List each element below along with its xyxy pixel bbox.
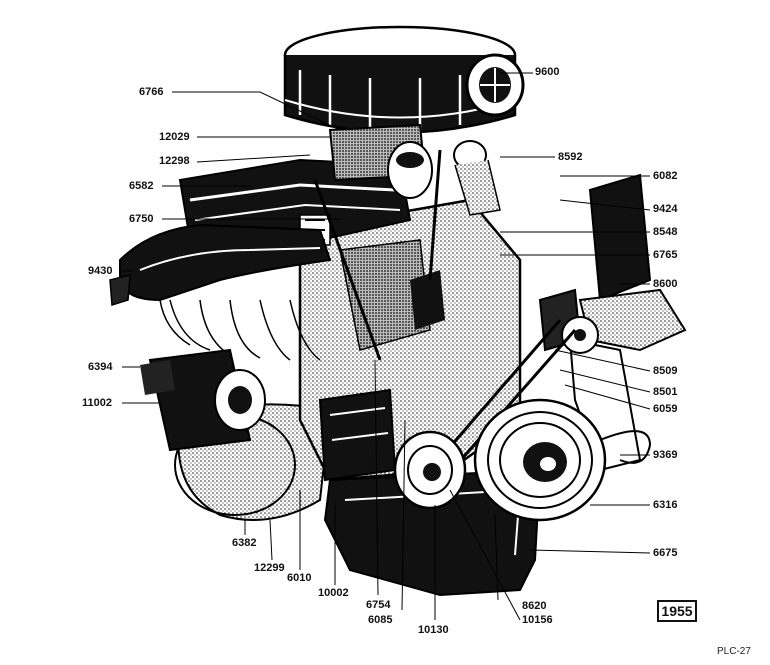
- callout-label: 11002: [82, 397, 112, 409]
- callout-label: 8620: [522, 600, 547, 612]
- callout-label: 6766: [139, 86, 164, 98]
- callout-label: 6750: [129, 213, 154, 225]
- callout-label: 10002: [318, 587, 349, 599]
- callout-label: 8501: [653, 386, 678, 398]
- callout-label: 9600: [535, 66, 560, 78]
- starter-motor: [140, 348, 266, 452]
- plate-code: PLC-27: [717, 646, 751, 657]
- callout-label: 12298: [159, 155, 190, 167]
- callout-label: 12299: [254, 562, 285, 574]
- callout-label: 8600: [653, 278, 678, 290]
- callout-label: 10156: [522, 614, 553, 626]
- thermostat-housing: [453, 140, 501, 216]
- callout-label: 8509: [653, 365, 678, 377]
- carburetor: [328, 123, 433, 199]
- callout-label: 12029: [159, 131, 190, 143]
- callout-label: 8592: [558, 151, 583, 163]
- callout-label: 6754: [366, 599, 391, 611]
- year-badge: 1955: [657, 600, 697, 622]
- air-cleaner: [283, 25, 525, 134]
- exhaust-manifold: [109, 223, 332, 306]
- callout-label: 10130: [418, 624, 449, 636]
- callout-label: 6059: [653, 403, 678, 415]
- callout-label: 6316: [653, 499, 678, 511]
- generator: [318, 388, 397, 482]
- callout-label: 6582: [129, 180, 154, 192]
- callout-label: 6082: [653, 170, 678, 182]
- callout-label: 6085: [368, 614, 393, 626]
- dipstick-tube: [313, 149, 442, 361]
- callout-label: 9430: [88, 265, 113, 277]
- callout-label: 6394: [88, 361, 113, 373]
- vacuum-hose: [599, 430, 652, 464]
- callout-label: 9369: [653, 449, 678, 461]
- callout-label: 9424: [653, 203, 678, 215]
- callout-label: 6675: [653, 547, 678, 559]
- crankshaft-pulley: [473, 398, 607, 522]
- callout-label: 6010: [287, 572, 312, 584]
- callout-label: 6765: [653, 249, 678, 261]
- leader-lines: [122, 72, 651, 621]
- callout-label: 8548: [653, 226, 678, 238]
- spark-plug-wires: [159, 299, 321, 361]
- generator-pulley: [393, 430, 467, 510]
- callout-label: 6382: [232, 537, 257, 549]
